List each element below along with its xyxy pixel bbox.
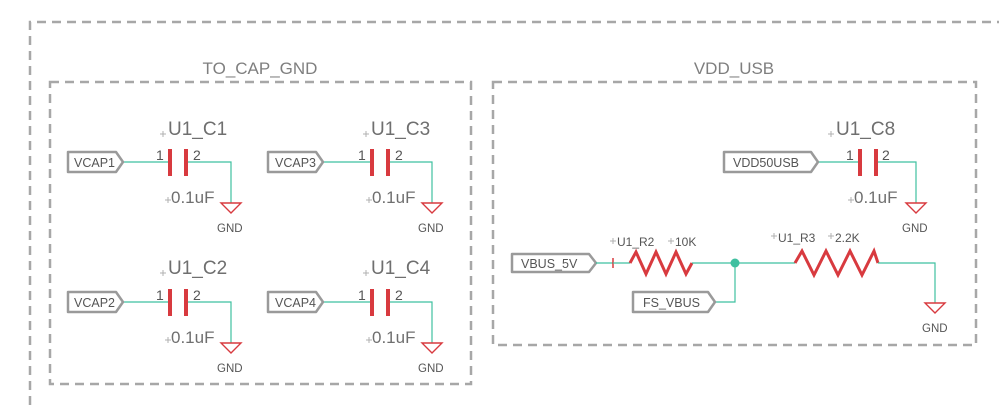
- port-vdd50usb[interactable]: VDD50USB: [722, 150, 820, 174]
- resistor-ref: U1_R2: [617, 235, 655, 249]
- port-label: VDD50USB: [733, 156, 799, 170]
- pin-number: 2: [882, 147, 890, 163]
- capacitor-ref: U1_C4: [371, 258, 431, 279]
- group-title-to-cap-gnd: TO_CAP_GND: [203, 59, 318, 78]
- resistor-u1-r3[interactable]: U1_R3 2.2K GND: [735, 231, 948, 335]
- capacitor-u1-c3[interactable]: U1_C3 1 2 0.1uF GND: [323, 119, 444, 235]
- resistor-ref: U1_R3: [778, 231, 816, 245]
- pin-number: 2: [193, 147, 201, 163]
- pin-number: 2: [395, 147, 403, 163]
- resistor-value: 10K: [675, 235, 696, 249]
- port-vcap2[interactable]: VCAP2: [66, 290, 125, 314]
- gnd-label: GND: [902, 223, 928, 235]
- capacitor-ref: U1_C1: [168, 119, 227, 140]
- group-box-to-cap-gnd: [48, 80, 473, 386]
- capacitor-value: 0.1uF: [171, 328, 214, 347]
- port-label: VCAP3: [275, 156, 316, 170]
- pin-number: 1: [156, 287, 164, 303]
- gnd-label: GND: [922, 323, 948, 335]
- capacitor-u1-c4[interactable]: U1_C4 1 2 0.1uF GND: [323, 258, 444, 375]
- port-label: FS_VBUS: [643, 296, 700, 310]
- capacitor-value: 0.1uF: [171, 188, 214, 207]
- pin-number: 2: [193, 287, 201, 303]
- gnd-label: GND: [217, 223, 243, 235]
- capacitor-value: 0.1uF: [372, 328, 415, 347]
- resistor-value: 2.2K: [835, 231, 860, 245]
- port-vcap3[interactable]: VCAP3: [266, 150, 325, 174]
- port-label: VBUS_5V: [521, 257, 578, 271]
- port-fs-vbus[interactable]: FS_VBUS: [631, 290, 717, 314]
- port-label: VCAP1: [74, 156, 115, 170]
- gnd-label: GND: [418, 363, 444, 375]
- port-label: VCAP4: [275, 296, 316, 310]
- gnd-label: GND: [217, 363, 243, 375]
- group-box-vdd-usb: [491, 80, 978, 347]
- port-vcap1[interactable]: VCAP1: [66, 150, 125, 174]
- resistor-u1-r2[interactable]: U1_R2 10K: [610, 235, 735, 278]
- capacitor-value: 0.1uF: [372, 188, 415, 207]
- pin-number: 1: [358, 147, 366, 163]
- capacitor-u1-c2[interactable]: U1_C2 1 2 0.1uF GND: [123, 258, 243, 375]
- pin-number: 2: [395, 287, 403, 303]
- capacitor-u1-c8[interactable]: U1_C8 1 2 0.1uF GND: [818, 119, 928, 235]
- pin-number: 1: [358, 287, 366, 303]
- port-label: VCAP2: [74, 296, 115, 310]
- port-vbus-5v[interactable]: VBUS_5V: [510, 252, 598, 274]
- pin-number: 1: [156, 147, 164, 163]
- port-vcap4[interactable]: VCAP4: [266, 290, 325, 314]
- capacitor-ref: U1_C2: [168, 258, 227, 279]
- sheet-frame: [28, 20, 999, 405]
- capacitor-u1-c1[interactable]: U1_C1 1 2 0.1uF GND: [123, 119, 243, 235]
- wire: [715, 263, 736, 303]
- pin-number: 1: [846, 147, 854, 163]
- group-title-vdd-usb: VDD_USB: [694, 59, 774, 78]
- capacitor-value: 0.1uF: [854, 188, 897, 207]
- gnd-label: GND: [418, 223, 444, 235]
- capacitor-ref: U1_C3: [371, 119, 430, 140]
- capacitor-ref: U1_C8: [836, 119, 895, 140]
